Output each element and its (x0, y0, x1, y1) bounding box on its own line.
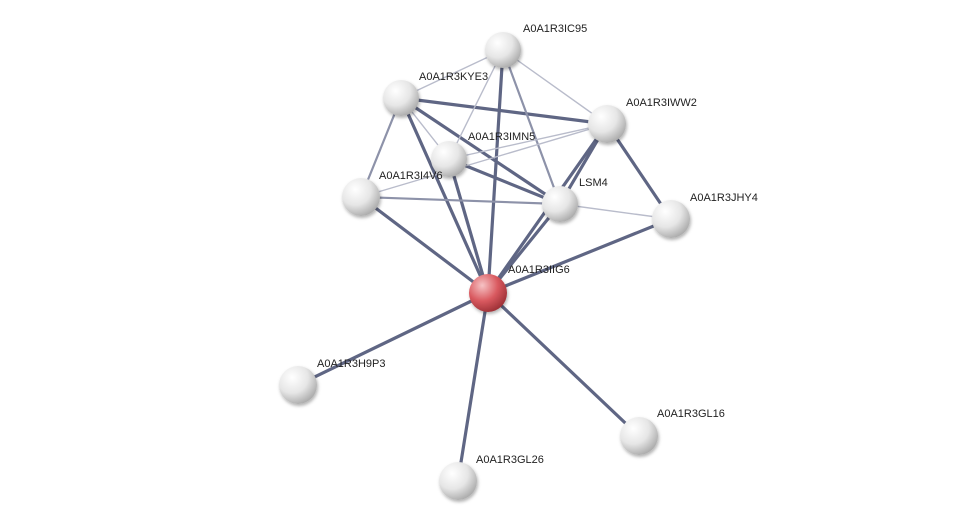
edge-a0a1r3ic95-a0a1r3imn5[interactable] (448, 49, 504, 160)
node-a0a1r3iig6[interactable]: A0A1R3IIG6 (469, 264, 570, 312)
edge-a0a1r3kye3-a0a1r3iww2[interactable] (399, 96, 609, 126)
node-sphere-a0a1r3h9p3[interactable] (279, 366, 317, 404)
edge-a0a1r3ic95-lsm4[interactable] (501, 48, 562, 206)
node-sphere-a0a1r3gl26[interactable] (439, 462, 477, 500)
node-label-a0a1r3h9p3: A0A1R3H9P3 (317, 358, 386, 370)
node-label-a0a1r3imn5: A0A1R3IMN5 (468, 131, 535, 143)
node-label-lsm4: LSM4 (579, 177, 608, 189)
edge-a0a1r3kye3-a0a1r3ic95[interactable] (400, 49, 504, 99)
edge-a0a1r3iig6-a0a1r3imn5[interactable] (447, 157, 490, 295)
node-a0a1r3jhy4[interactable]: A0A1R3JHY4 (652, 192, 758, 238)
edge-a0a1r3iig6-a0a1r3ic95[interactable] (486, 48, 505, 295)
edge-a0a1r3kye3-lsm4[interactable] (399, 96, 562, 206)
edge-a0a1r3ic95-a0a1r3iww2[interactable] (502, 49, 608, 125)
edge-a0a1r3iig6-a0a1r3i4v6[interactable] (359, 195, 490, 295)
node-sphere-a0a1r3i4v6[interactable] (342, 178, 380, 216)
edge-a0a1r3iig6-a0a1r3gl26[interactable] (456, 291, 490, 483)
node-label-a0a1r3iig6: A0A1R3IIG6 (508, 264, 570, 276)
edge-a0a1r3iww2-a0a1r3jhy4[interactable] (605, 122, 673, 221)
edge-a0a1r3i4v6-lsm4[interactable] (359, 195, 562, 206)
edge-a0a1r3i4v6-a0a1r3iww2[interactable] (360, 123, 608, 198)
edge-a0a1r3iig6-a0a1r3kye3[interactable] (399, 96, 490, 295)
edge-a0a1r3iig6-a0a1r3jhy4[interactable] (486, 217, 673, 295)
edge-a0a1r3iig6-a0a1r3h9p3[interactable] (296, 291, 490, 387)
node-sphere-a0a1r3iww2[interactable] (588, 105, 626, 143)
node-a0a1r3iww2[interactable]: A0A1R3IWW2 (588, 97, 697, 143)
edge-a0a1r3imn5-lsm4[interactable] (447, 157, 562, 206)
node-label-a0a1r3jhy4: A0A1R3JHY4 (690, 192, 758, 204)
node-label-a0a1r3iww2: A0A1R3IWW2 (626, 97, 697, 109)
edge-a0a1r3imn5-a0a1r3iww2[interactable] (448, 123, 608, 160)
node-sphere-lsm4[interactable] (542, 186, 578, 222)
node-label-a0a1r3i4v6: A0A1R3I4V6 (379, 170, 443, 182)
node-label-a0a1r3gl16: A0A1R3GL16 (657, 408, 725, 420)
node-sphere-a0a1r3jhy4[interactable] (652, 200, 690, 238)
node-sphere-a0a1r3ic95[interactable] (485, 32, 521, 68)
node-label-a0a1r3gl26: A0A1R3GL26 (476, 454, 544, 466)
node-sphere-a0a1r3kye3[interactable] (383, 80, 419, 116)
nodes-layer: A0A1R3IIG6 A0A1R3IC95A0A1R3KYE3A0A1R3IWW2… (279, 23, 758, 500)
node-a0a1r3ic95[interactable]: A0A1R3IC95 (485, 23, 587, 68)
node-label-a0a1r3ic95: A0A1R3IC95 (523, 23, 587, 35)
node-a0a1r3i4v6[interactable]: A0A1R3I4V6 (342, 170, 443, 216)
edge-a0a1r3iig6-lsm4[interactable] (486, 202, 562, 295)
node-sphere-a0a1r3iig6[interactable] (469, 274, 507, 312)
node-a0a1r3kye3[interactable]: A0A1R3KYE3 (383, 71, 488, 116)
node-a0a1r3gl16[interactable]: A0A1R3GL16 (620, 408, 725, 455)
node-sphere-a0a1r3imn5[interactable] (431, 141, 467, 177)
node-label-a0a1r3kye3: A0A1R3KYE3 (419, 71, 488, 83)
node-sphere-a0a1r3gl16[interactable] (620, 417, 658, 455)
node-lsm4[interactable]: LSM4 (542, 177, 608, 222)
node-a0a1r3gl26[interactable]: A0A1R3GL26 (439, 454, 544, 500)
node-a0a1r3imn5[interactable]: A0A1R3IMN5 (431, 131, 535, 177)
edge-a0a1r3iig6-a0a1r3gl16[interactable] (486, 291, 641, 438)
node-a0a1r3h9p3[interactable]: A0A1R3H9P3 (279, 358, 386, 404)
